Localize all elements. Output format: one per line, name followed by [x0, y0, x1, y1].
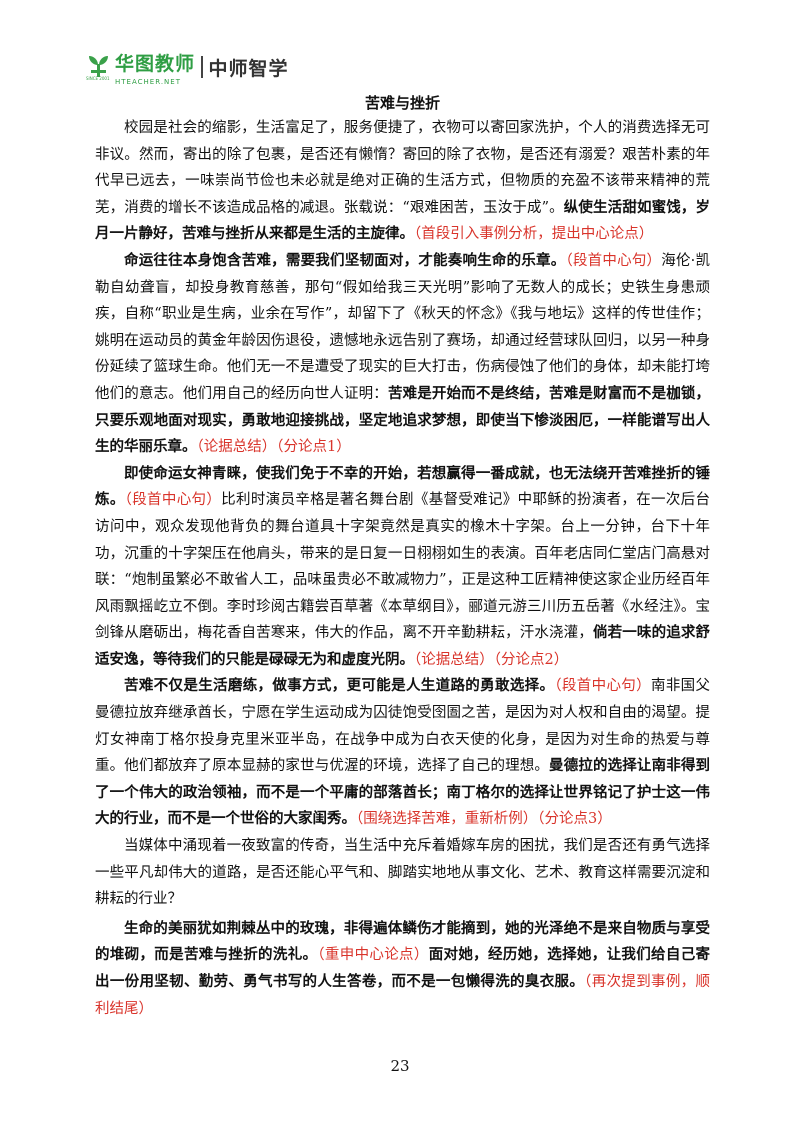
paragraph: 即使命运女神青睐，使我们免于不幸的开始，若想赢得一番成就，也无法绕开苦难挫折的锤… [95, 461, 710, 674]
paragraph: 生命的美丽犹如荆棘丛中的玫瑰，非得遍体鳞伤才能摘到，她的光泽绝不是来自物质与享受… [95, 916, 710, 1022]
annotation: （论据总结）（分论点2） [414, 651, 569, 668]
article-title: 苦难与挫折 [364, 94, 440, 112]
brand-name-secondary: 中师智学 [208, 57, 289, 80]
annotation: （段首中心句） [124, 492, 222, 509]
brand-name: 华图教师 [115, 52, 196, 75]
body-text: 比利时演员辛格是著名舞台剧《基督受难记》中耶稣的扮演者，在一次后台访问中，观众发… [95, 492, 711, 642]
header-logo: SINCE 2001 华图教师 HTEACHER.NET 中师智学 [86, 52, 289, 86]
annotation: （首段引入事例分析，提出中心论点） [414, 226, 654, 243]
article-body: 校园是社会的缩影，生活富足了，服务便捷了，衣物可以寄回家洗护，个人的消费选择无可… [95, 115, 710, 1022]
emphasis-text: 曼德拉的选择让南非得到了一个伟大的政治领袖，而不是一个平庸的部落酋长；南丁格尔的… [95, 757, 711, 828]
paragraph: 命运往往本身饱含苦难，需要我们坚韧面对，才能奏响生命的乐章。（段首中心句）海伦·… [95, 248, 710, 461]
annotation: （围绕选择苦难，重新析例）（分论点3） [356, 811, 612, 828]
body-text: 当媒体中涌现着一夜致富的传奇，当生活中充斥着婚嫁车房的困扰，我们是否还有勇气选择… [95, 838, 710, 908]
emphasis-text: 倘若一味的追求舒适安逸，等待我们的只能是碌碌无为和虚度光阴。 [95, 624, 711, 668]
emphasis-text: 命运往往本身饱含苦难，需要我们坚韧面对，才能奏响生命的乐章。 [124, 251, 566, 269]
paragraph: 当媒体中涌现着一夜致富的传奇，当生活中充斥着婚嫁车房的困扰，我们是否还有勇气选择… [95, 833, 710, 913]
annotation: （段首中心句） [554, 678, 651, 695]
annotation: （重申中心论点） [317, 947, 429, 964]
annotation: （段首中心句） [565, 252, 662, 269]
sprout-logo-icon: SINCE 2001 [86, 55, 110, 81]
brand-domain: HTEACHER.NET [115, 77, 181, 86]
paragraph: 苦难不仅是生活磨练，做事方式，更可能是人生道路的勇敢选择。（段首中心句）南非国父… [95, 673, 710, 833]
annotation: （论据总结）（分论点1） [196, 439, 351, 456]
body-text: 校园是社会的缩影，生活富足了，服务便捷了，衣物可以寄回家洗护，个人的消费选择无可… [95, 120, 710, 216]
brand-block: 华图教师 HTEACHER.NET [115, 49, 195, 86]
article: 苦难与挫折 校园是社会的缩影，生活富足了，服务便捷了，衣物可以寄回家洗护，个人的… [95, 93, 710, 1022]
emphasis-text: 即使命运女神青睐，使我们免于不幸的开始，若想赢得一番成就，也无法绕开苦难挫折的锤… [95, 464, 710, 509]
emphasis-text: 生命的美丽犹如荆棘丛中的玫瑰，非得遍体鳞伤才能摘到，她的光泽绝不是来自物质与享受… [95, 919, 710, 964]
page-number: 23 [390, 1057, 410, 1075]
body-text: 南非国父曼德拉放弃继承酋长，宁愿在学生运动成为囚徒饱受囹圄之苦，是因为对人权和自… [95, 678, 711, 775]
annotation: （再次提到事例，顺利结尾） [95, 974, 711, 1017]
brand-divider [201, 56, 203, 78]
emphasis-text: 纵使生活甜如蜜饯，岁月一片静好，苦难与挫折从来都是生活的主旋律。 [95, 198, 710, 243]
emphasis-text: 苦难不仅是生活磨练，做事方式，更可能是人生道路的勇敢选择。 [124, 677, 555, 695]
emphasis-text: 苦难是开始而不是终结，苦难是财富而不是枷锁，只要乐观地面对现实，勇敢地迎接挑战，… [95, 384, 711, 456]
paragraph: 校园是社会的缩影，生活富足了，服务便捷了，衣物可以寄回家洗护，个人的消费选择无可… [95, 115, 710, 248]
emphasis-text: 面对她，经历她，选择她，让我们给自己寄出一份用坚韧、勤劳、勇气书写的人生答卷，而… [95, 946, 711, 990]
body-text: 海伦·凯勒自幼聋盲，却投身教育慈善，那句“假如给我三天光明”影响了无数人的成长；… [95, 252, 711, 402]
